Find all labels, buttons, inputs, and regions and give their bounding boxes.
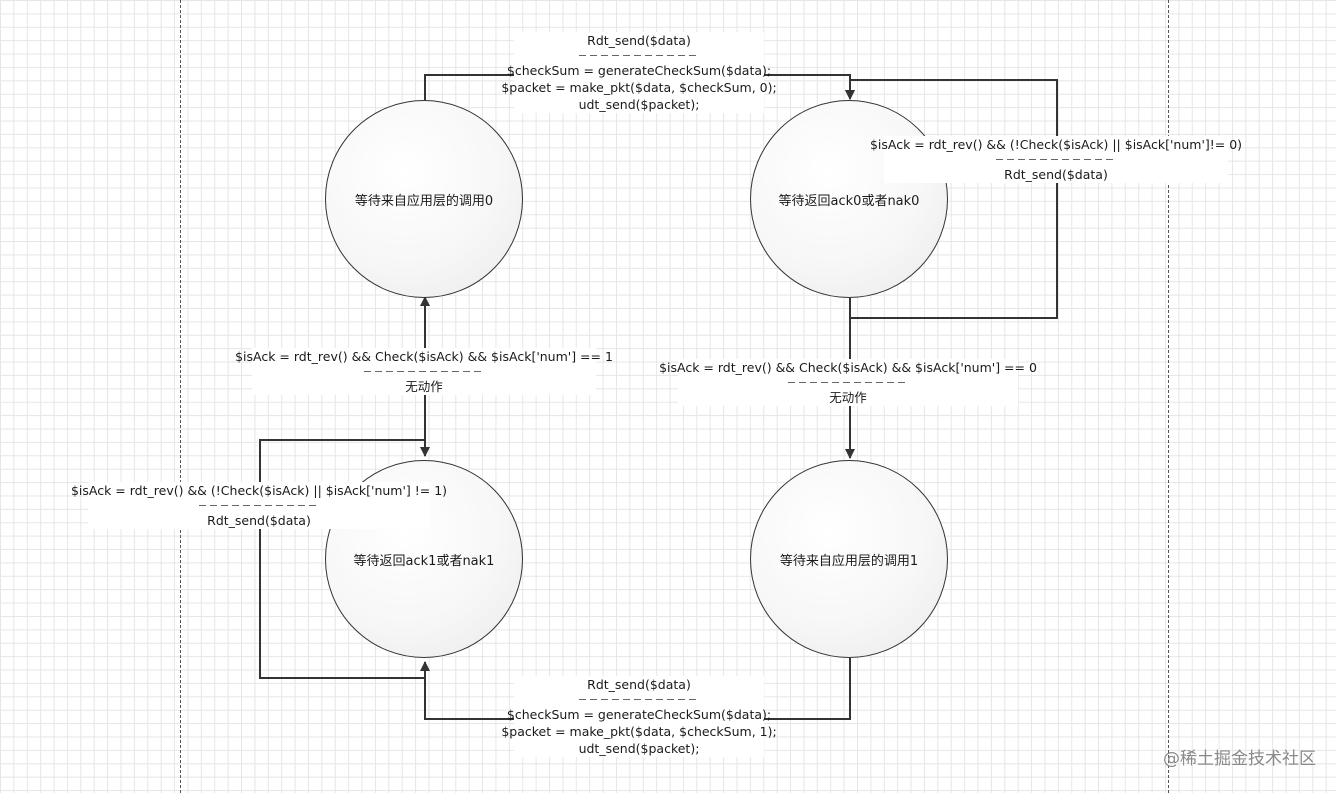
state-wait-call-1: 等待来自应用层的调用1 xyxy=(750,460,948,658)
transition-ack1-label: $isAck = rdt_rev() && Check($isAck) && $… xyxy=(235,348,613,395)
guard-separator xyxy=(579,52,699,58)
action-text: $packet = make_pkt($data, $checkSum, 0); xyxy=(501,80,777,95)
transition-retry1-label: $isAck = rdt_rev() && (!Check($isAck) ||… xyxy=(71,482,447,529)
action-text: $checkSum = generateCheckSum($data); xyxy=(506,707,772,722)
action-text: udt_send($packet); xyxy=(578,741,700,756)
state-label: 等待返回ack1或者nak1 xyxy=(353,553,495,569)
state-wait-call-0: 等待来自应用层的调用0 xyxy=(325,100,523,298)
guard-separator xyxy=(579,696,699,702)
page-guide-right xyxy=(1168,0,1169,793)
page-guide-left xyxy=(180,0,181,793)
action-text: $checkSum = generateCheckSum($data); xyxy=(506,63,772,78)
action-text: Rdt_send($data) xyxy=(207,513,311,528)
guard-separator xyxy=(364,368,484,374)
arrow-retry0 xyxy=(845,79,1058,319)
watermark: @稀土掘金技术社区 xyxy=(1163,749,1316,769)
state-wait-ack-0: 等待返回ack0或者nak0 xyxy=(750,100,948,298)
action-text: 无动作 xyxy=(829,390,867,405)
action-text: udt_send($packet); xyxy=(578,97,700,112)
event-text: Rdt_send($data) xyxy=(587,677,691,692)
action-text: $packet = make_pkt($data, $checkSum, 1); xyxy=(501,724,777,739)
guard-separator xyxy=(788,379,908,385)
guard-separator xyxy=(996,156,1116,162)
state-label: 等待来自应用层的调用0 xyxy=(354,193,494,209)
guard-separator xyxy=(199,502,319,508)
event-text: $isAck = rdt_rev() && (!Check($isAck) ||… xyxy=(70,483,448,498)
transition-ack0-label: $isAck = rdt_rev() && Check($isAck) && $… xyxy=(659,359,1037,406)
transition-send0-label: Rdt_send($data) $checkSum = generateChec… xyxy=(501,32,777,113)
event-text: $isAck = rdt_rev() && (!Check($isAck) ||… xyxy=(869,137,1243,152)
transition-retry0-label: $isAck = rdt_rev() && (!Check($isAck) ||… xyxy=(870,136,1242,183)
state-label: 等待返回ack0或者nak0 xyxy=(778,193,920,209)
transition-send1-label: Rdt_send($data) $checkSum = generateChec… xyxy=(501,676,777,757)
action-text: Rdt_send($data) xyxy=(1004,167,1108,182)
event-text: $isAck = rdt_rev() && Check($isAck) && $… xyxy=(659,360,1037,375)
event-text: $isAck = rdt_rev() && Check($isAck) && $… xyxy=(235,349,613,364)
event-text: Rdt_send($data) xyxy=(587,33,691,48)
action-text: 无动作 xyxy=(405,379,443,394)
state-label: 等待来自应用层的调用1 xyxy=(779,553,919,569)
